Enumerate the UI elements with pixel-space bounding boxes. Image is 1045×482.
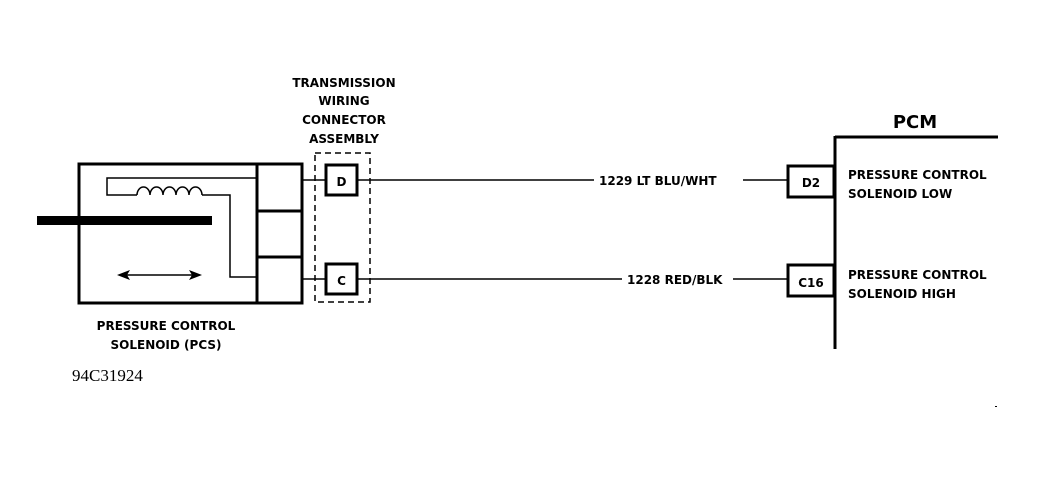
pcm-title: PCM — [893, 112, 937, 133]
wire-1229-label: 1229 LT BLU/WHT — [599, 174, 717, 188]
svg-text:PRESSURE CONTROL: PRESSURE CONTROL — [97, 319, 236, 333]
svg-text:CONNECTOR: CONNECTOR — [302, 113, 386, 127]
pin-d-label: D — [337, 175, 347, 189]
pressure-control-solenoid — [37, 162, 304, 305]
coil-icon — [136, 186, 203, 196]
double-arrow-icon — [117, 270, 202, 280]
pin-c-label: C — [337, 274, 346, 288]
pcm-function-low-line2: SOLENOID LOW — [848, 187, 952, 201]
svg-text:TRANSMISSION: TRANSMISSION — [292, 76, 395, 90]
connector-pin-c — [324, 262, 359, 296]
wire-1228: 1228 RED/BLK — [302, 273, 788, 287]
svg-text:ASSEMBLY: ASSEMBLY — [309, 132, 379, 146]
connector-assembly-title: TRANSMISSION WIRING CONNECTOR ASSEMBLY — [292, 76, 395, 146]
pcm-function-high-line2: SOLENOID HIGH — [848, 287, 956, 301]
wire-1229: 1229 LT BLU/WHT — [302, 174, 788, 188]
pcm-pin-d2-label: D2 — [802, 176, 820, 190]
svg-text:WIRING: WIRING — [318, 94, 369, 108]
plunger-rod-icon — [37, 216, 212, 225]
solenoid-label: PRESSURE CONTROL SOLENOID (PCS) — [97, 319, 236, 352]
stray-mark — [995, 406, 997, 407]
pcm-module: PCM D2 C16 PRESSURE CONTROL SOLENOID LOW… — [786, 112, 998, 349]
figure-id: 94C31924 — [72, 366, 143, 385]
wire-1228-label: 1228 RED/BLK — [627, 273, 723, 287]
pcm-function-high-line1: PRESSURE CONTROL — [848, 268, 987, 282]
pcm-function-low-line1: PRESSURE CONTROL — [848, 168, 987, 182]
pcm-pin-c16-label: C16 — [798, 276, 824, 290]
pcm-pin-d2 — [786, 164, 836, 199]
svg-text:SOLENOID (PCS): SOLENOID (PCS) — [111, 338, 222, 352]
pcm-pin-c16 — [786, 263, 836, 298]
